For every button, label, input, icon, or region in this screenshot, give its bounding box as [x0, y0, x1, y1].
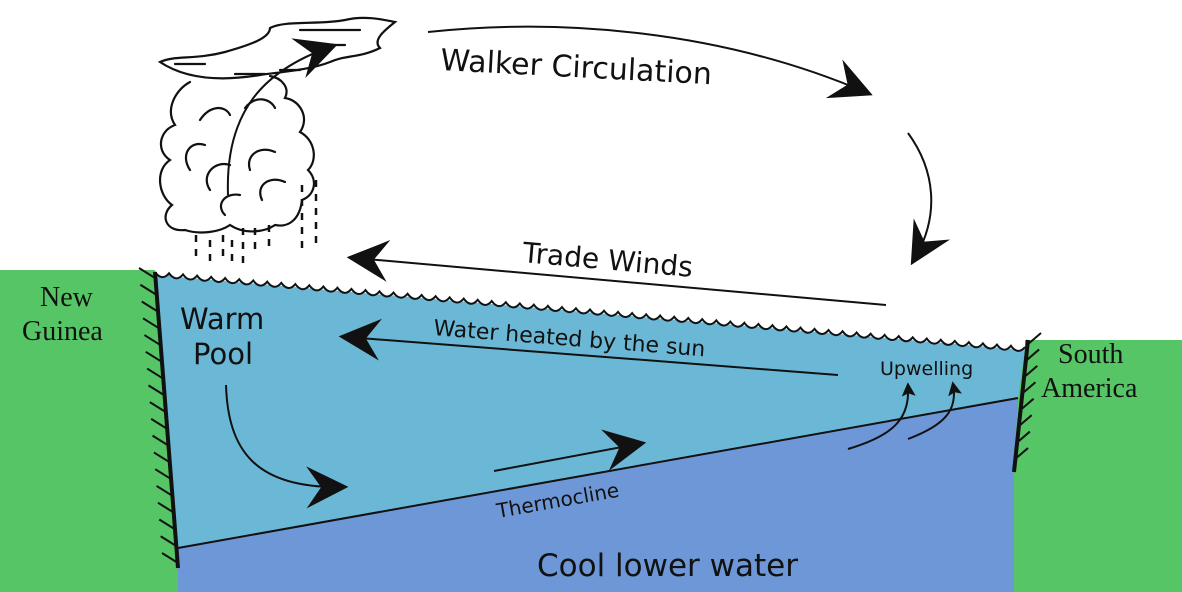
walker-descent-arrow: [907, 132, 951, 266]
hatch-mark: [147, 384, 166, 397]
hatch-mark: [1024, 348, 1040, 363]
hatch-mark: [150, 418, 168, 430]
hatch-mark: [1022, 365, 1038, 379]
new-guinea-label-line2: Guinea: [22, 316, 103, 347]
rain-icon: [194, 180, 318, 263]
cool-water-layer: [178, 398, 1018, 592]
new-guinea-coast: [153, 271, 180, 569]
hatch-mark: [149, 401, 167, 413]
new-guinea-label-line1: New: [40, 282, 94, 313]
hatch-mark: [1020, 381, 1037, 396]
hatch-mark: [1018, 397, 1035, 412]
land-south-america: [1014, 340, 1182, 592]
hatch-mark: [138, 267, 156, 279]
hatch-mark: [143, 334, 161, 346]
south-america-label-line1: South: [1058, 339, 1123, 370]
hatch-mark: [141, 300, 159, 313]
cool-lower-water-label: Cool lower water: [537, 548, 798, 584]
warm-pool-label-line1: Warm: [180, 302, 264, 336]
hatch-mark: [160, 535, 178, 548]
hatch-mark: [158, 518, 176, 531]
hatch-mark: [1017, 414, 1033, 428]
hatch-mark: [154, 468, 172, 481]
new-guinea-hatching: [138, 267, 179, 564]
trade-winds-arrow: [346, 240, 887, 306]
hatch-mark: [156, 485, 174, 497]
upwelling-arrow-2: [907, 381, 962, 440]
water-heated-arrow: [338, 318, 839, 376]
south-america-label-line2: America: [1041, 373, 1138, 404]
hatch-mark: [157, 501, 175, 514]
hatch-mark: [146, 367, 164, 380]
hatch-mark: [1026, 332, 1042, 346]
sea-surface: [154, 271, 1026, 352]
hatch-mark: [139, 283, 157, 296]
storm-cloud-icon: [157, 16, 398, 234]
return-flow-arrow: [493, 429, 647, 472]
hatch-mark: [1015, 430, 1031, 445]
sky-cover: [155, 262, 1025, 351]
upwelling-arrow-1: [847, 382, 916, 450]
warm-pool-label-line2: Pool: [193, 337, 253, 371]
hatch-mark: [151, 434, 170, 447]
updraft-arrow: [226, 38, 338, 196]
walker-circulation-arrow: [427, 25, 873, 99]
hatch-mark: [142, 317, 160, 330]
hatch-mark: [161, 552, 179, 564]
hatch-mark: [153, 451, 171, 464]
hatch-mark: [1013, 447, 1029, 461]
walker-circulation-label: Walker Circulation: [440, 43, 713, 92]
hatch-mark: [145, 350, 163, 363]
thermocline-line: [177, 397, 1019, 549]
warm-pool-sinking-arrow: [225, 384, 349, 509]
upwelling-label: Upwelling: [880, 358, 973, 380]
south-america-hatching: [1013, 332, 1042, 461]
